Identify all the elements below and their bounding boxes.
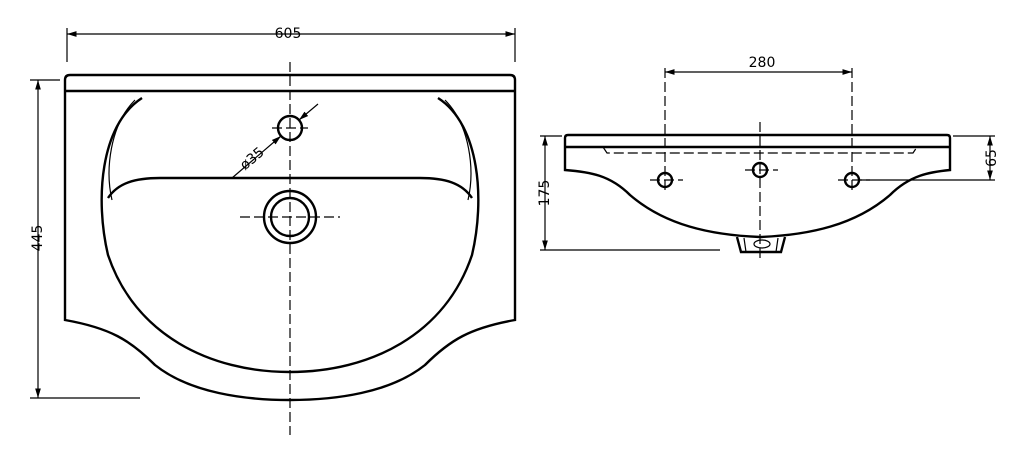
bowl-inner-edge-right [444, 99, 472, 201]
drain-stub-line [775, 237, 779, 253]
drain-stub-line [743, 237, 747, 253]
hole-height-dimension: 65 [984, 149, 1000, 167]
tap-hole-leader [298, 103, 319, 121]
top-view: 605 445 ø35 [30, 26, 517, 435]
bowl-inner-edge-left [108, 99, 136, 201]
drain-stub [735, 236, 787, 254]
width-dimension: 605 [275, 26, 302, 42]
drain-hole [753, 239, 771, 249]
side-view: 280 175 65 [537, 55, 1000, 260]
depth-dimension: 445 [30, 225, 46, 252]
side-outline [563, 133, 952, 239]
spacing-dimension: 280 [749, 55, 776, 71]
tap-hole-leader [231, 135, 282, 179]
height-dimension: 175 [537, 180, 553, 207]
basin-outline [63, 73, 517, 402]
